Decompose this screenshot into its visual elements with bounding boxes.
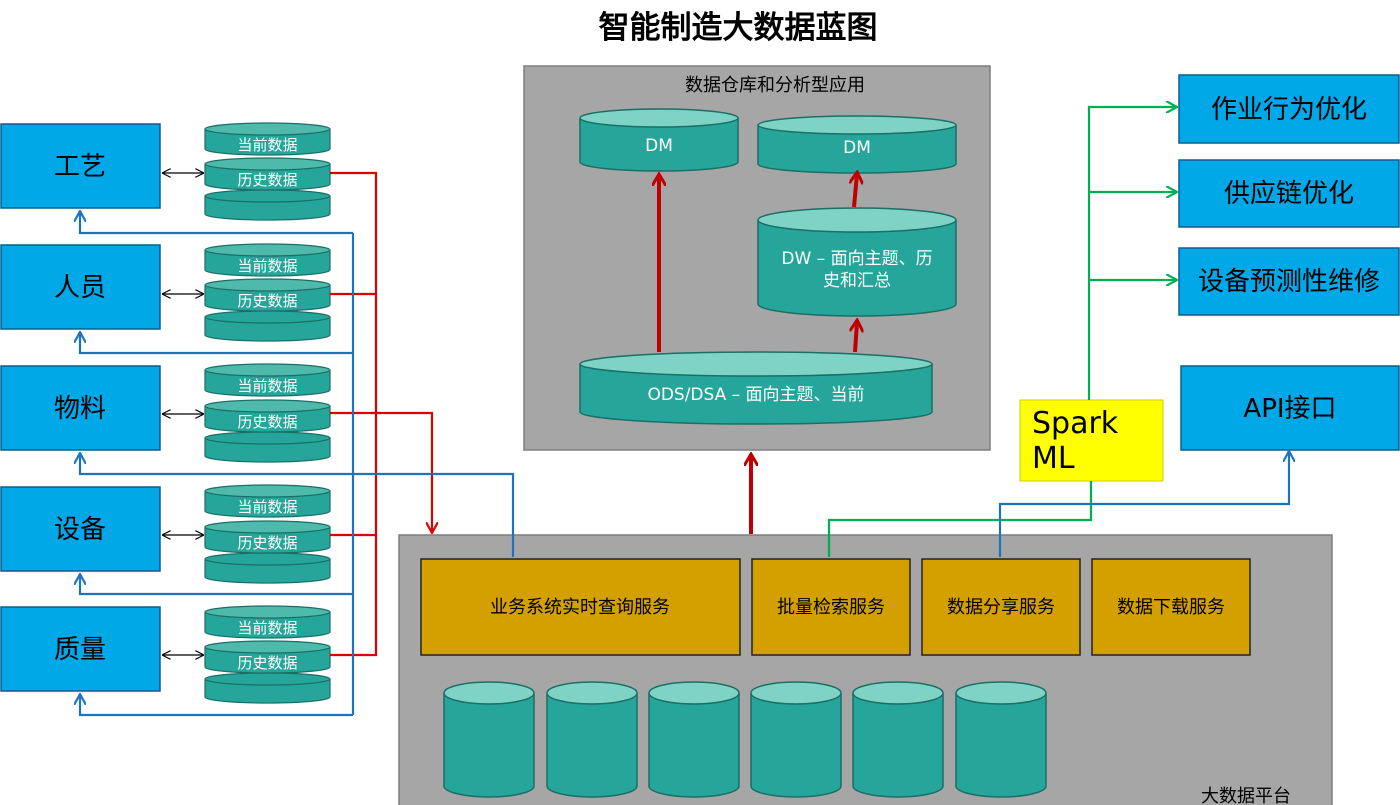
source-box-process[interactable]: 工艺: [0, 123, 161, 209]
big-data-platform: 大数据平台 业务系统实时查询服务 批量检索服务 数据分享服务 数据下载服务: [398, 534, 1333, 805]
source-box-personnel[interactable]: 人员: [0, 244, 161, 330]
source-db-stack: 当前数据 历史数据: [204, 484, 331, 584]
app-label: 设备预测性维修: [1198, 267, 1380, 297]
spark-ml-box[interactable]: Spark ML: [1019, 399, 1164, 482]
platform-label: 大数据平台: [1201, 786, 1291, 805]
diagram-title: 智能制造大数据蓝图: [599, 10, 878, 46]
api-box[interactable]: API接口: [1180, 365, 1400, 451]
source-db-stack: 当前数据 历史数据: [204, 363, 331, 463]
current-data-label: 当前数据: [237, 136, 297, 154]
dw-label-line1: DW – 面向主题、历: [781, 249, 932, 269]
app-label: 供应链优化: [1224, 179, 1354, 209]
source-db-stack: 当前数据 历史数据: [204, 605, 331, 704]
history-data-label: 历史数据: [237, 534, 297, 552]
source-db-stack: 当前数据 历史数据: [204, 122, 331, 221]
service-batch-search[interactable]: 批量检索服务: [751, 558, 911, 656]
source-label: 人员: [54, 273, 106, 303]
source-label: 工艺: [54, 152, 106, 182]
arrow-dw-to-dm: [854, 174, 857, 208]
storage-cylinder: [852, 681, 944, 798]
source-label: 设备: [54, 515, 106, 545]
history-data-label: 历史数据: [237, 292, 297, 310]
storage-cylinder: [955, 681, 1047, 798]
source-box-equipment[interactable]: 设备: [0, 486, 161, 572]
app-box-supply-chain[interactable]: 供应链优化: [1178, 159, 1400, 228]
app-label: 作业行为优化: [1211, 95, 1367, 125]
storage-cylinder: [750, 681, 842, 798]
api-label: API接口: [1243, 394, 1336, 424]
spark-ml-label-line2: ML: [1032, 441, 1075, 476]
source-box-quality[interactable]: 质量: [0, 606, 161, 692]
service-batch-search-label: 批量检索服务: [777, 597, 885, 618]
history-data-label: 历史数据: [237, 171, 297, 189]
service-data-download[interactable]: 数据下载服务: [1091, 558, 1251, 656]
ods-label: ODS/DSA – 面向主题、当前: [647, 385, 864, 405]
service-realtime-query[interactable]: 业务系统实时查询服务: [420, 558, 741, 656]
arrow-ods-to-dw: [855, 322, 857, 353]
service-data-sharing-label: 数据分享服务: [947, 597, 1055, 618]
source-db-stack: 当前数据 历史数据: [204, 243, 331, 342]
service-data-download-label: 数据下载服务: [1117, 597, 1225, 618]
dm-cylinder-left[interactable]: DM: [579, 108, 739, 172]
dm-right-label: DM: [843, 138, 871, 158]
storage-cylinder: [546, 681, 638, 798]
dm-cylinder-right[interactable]: DM: [757, 115, 957, 174]
blue-feedback-lines: [80, 212, 515, 717]
warehouse-panel: 数据仓库和分析型应用 DM DM DW – 面向主题、历 史和汇总 ODS/DS…: [523, 65, 991, 451]
service-realtime-query-label: 业务系统实时查询服务: [490, 597, 670, 618]
history-data-label: 历史数据: [237, 654, 297, 672]
green-ml-lines: [827, 107, 1176, 557]
current-data-label: 当前数据: [237, 498, 297, 516]
warehouse-title: 数据仓库和分析型应用: [685, 75, 865, 96]
source-label: 物料: [54, 394, 106, 424]
ods-cylinder[interactable]: ODS/DSA – 面向主题、当前: [579, 351, 933, 425]
spark-ml-label-line1: Spark: [1032, 406, 1119, 441]
bidirectional-arrows: [163, 173, 203, 655]
history-data-label: 历史数据: [237, 413, 297, 431]
current-data-label: 当前数据: [237, 619, 297, 637]
current-data-label: 当前数据: [237, 377, 297, 395]
source-label: 质量: [54, 635, 106, 665]
storage-cylinder: [648, 681, 740, 798]
service-data-sharing[interactable]: 数据分享服务: [921, 558, 1081, 656]
app-box-predictive-maintenance[interactable]: 设备预测性维修: [1178, 247, 1400, 316]
dm-left-label: DM: [645, 136, 673, 156]
storage-cylinder: [443, 681, 535, 798]
source-box-material[interactable]: 物料: [0, 365, 161, 451]
blue-api-line: [998, 452, 1289, 557]
app-box-operation-behavior[interactable]: 作业行为优化: [1178, 74, 1400, 144]
dw-cylinder[interactable]: DW – 面向主题、历 史和汇总: [757, 207, 957, 317]
dw-label-line2: 史和汇总: [823, 271, 891, 291]
current-data-label: 当前数据: [237, 257, 297, 275]
